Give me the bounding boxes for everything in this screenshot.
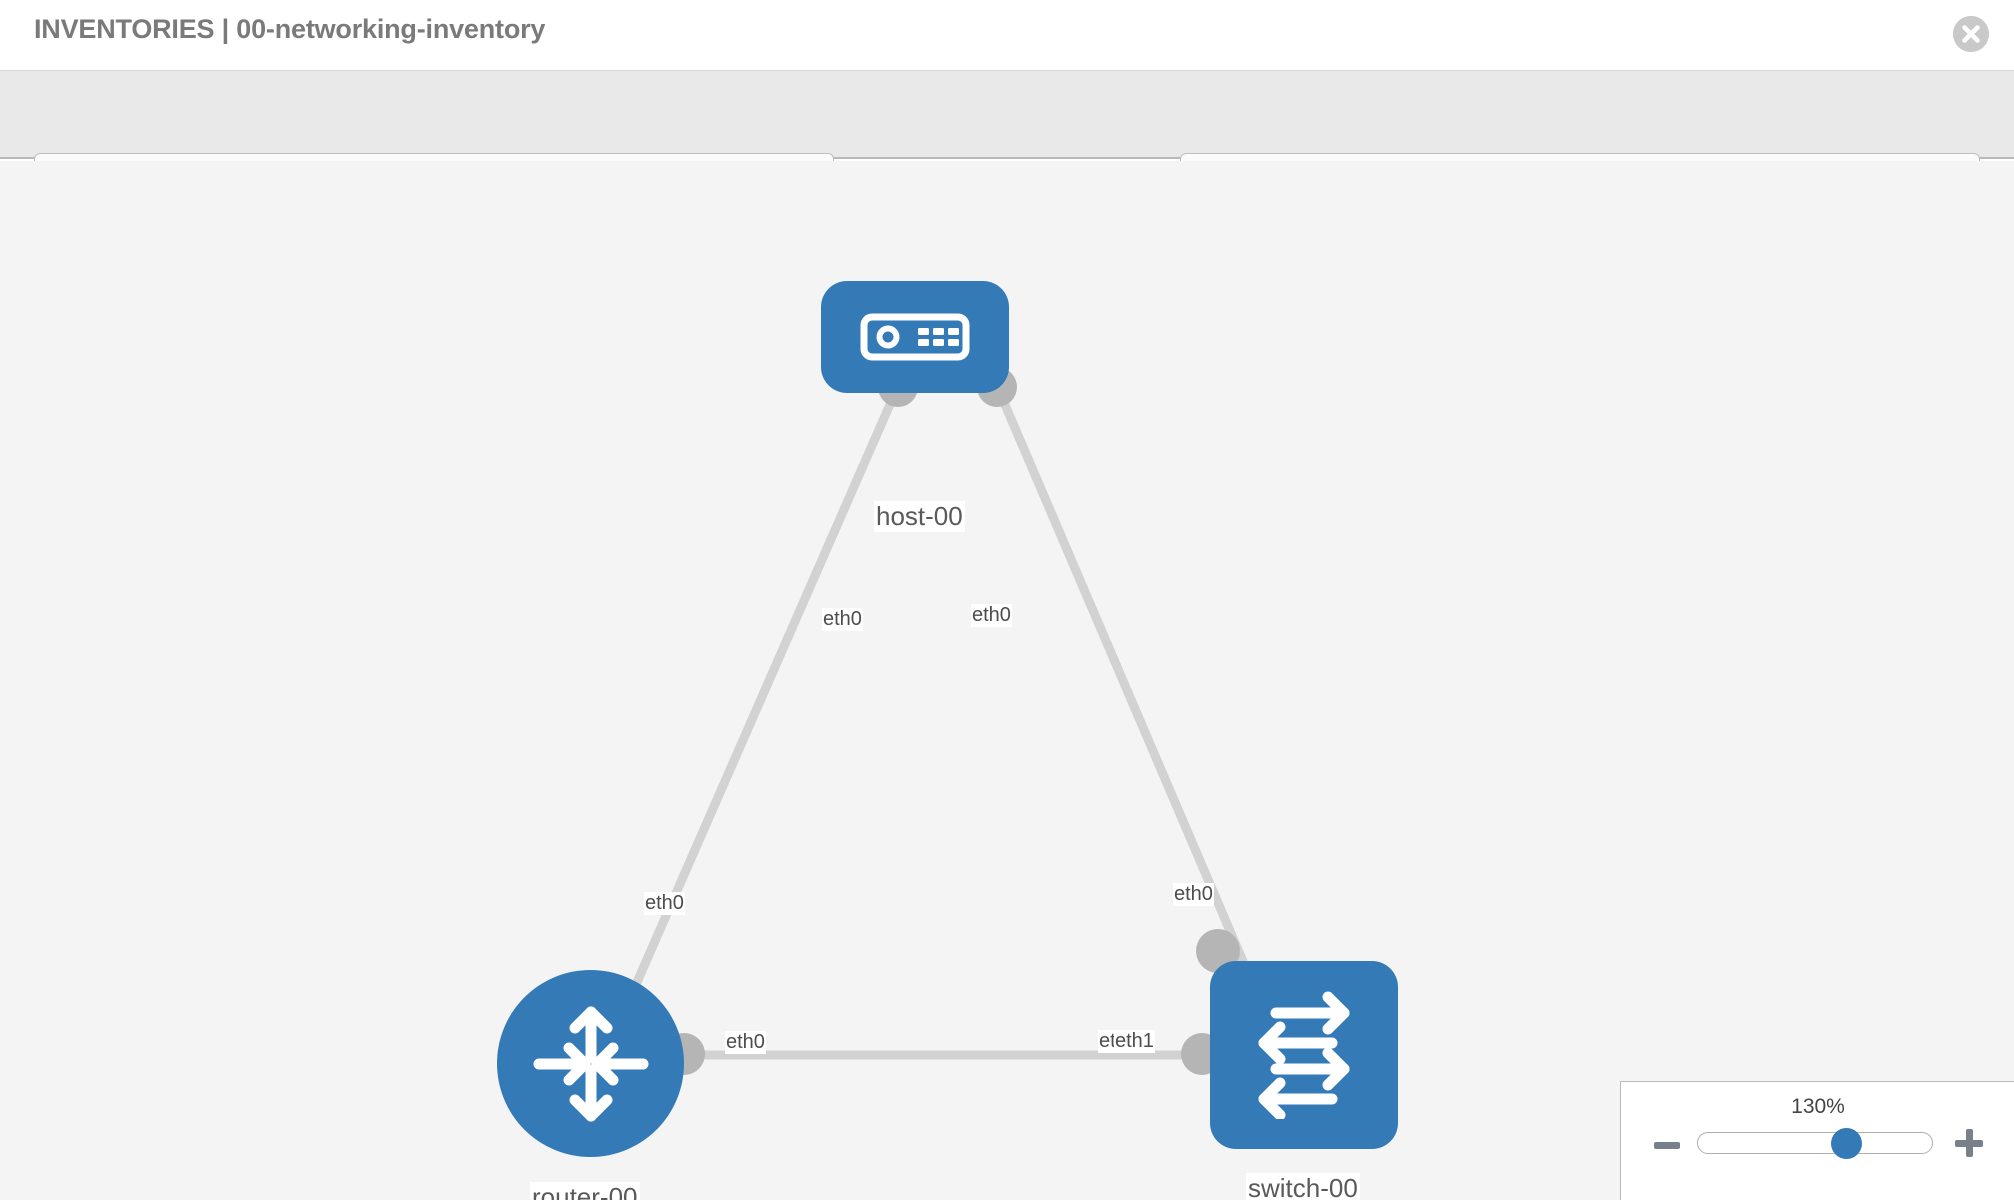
topology-links xyxy=(615,388,1250,1060)
iface-label-switch00-left-eth1: eth1 xyxy=(1114,1030,1155,1053)
switch-arrows-icon xyxy=(1258,991,1350,1119)
node-host-00-shape[interactable] xyxy=(821,281,1009,393)
server-icon xyxy=(860,313,970,361)
toolbar: ACTIONS SEARCH xyxy=(0,71,2014,204)
router-arrows-icon xyxy=(533,1006,648,1121)
page-title: INVENTORIES | 00-networking-inventory xyxy=(34,14,546,44)
zoom-slider-thumb[interactable] xyxy=(1831,1128,1863,1159)
zoom-level-label: 130% xyxy=(1791,1095,1845,1118)
iface-label-host00-right: eth0 xyxy=(971,604,1012,627)
link-host00-switch00 xyxy=(995,388,1250,971)
iface-label-router00-up: eth0 xyxy=(644,892,685,915)
iface-label-router00-right: eth0 xyxy=(725,1031,766,1054)
node-router-00-label: router-00 xyxy=(530,1182,640,1200)
zoom-out-button[interactable] xyxy=(1654,1142,1680,1149)
node-router-00-shape[interactable] xyxy=(497,970,684,1157)
node-switch-00-label: switch-00 xyxy=(1246,1173,1360,1200)
node-host-00-label: host-00 xyxy=(874,501,965,532)
page-header: INVENTORIES | 00-networking-inventory xyxy=(0,0,2014,71)
zoom-control-panel: 130% xyxy=(1620,1081,2014,1200)
iface-label-switch00-up: eth0 xyxy=(1173,883,1214,906)
close-icon[interactable] xyxy=(1953,16,1989,52)
link-host00-router00 xyxy=(615,388,900,1026)
zoom-in-button[interactable] xyxy=(1955,1129,1983,1157)
topology-canvas[interactable]: host-00 router-00 xyxy=(0,161,2014,1200)
iface-label-host00-left: eth0 xyxy=(822,608,863,631)
node-switch-00-shape[interactable] xyxy=(1210,961,1398,1149)
zoom-slider-track[interactable] xyxy=(1697,1132,1933,1154)
